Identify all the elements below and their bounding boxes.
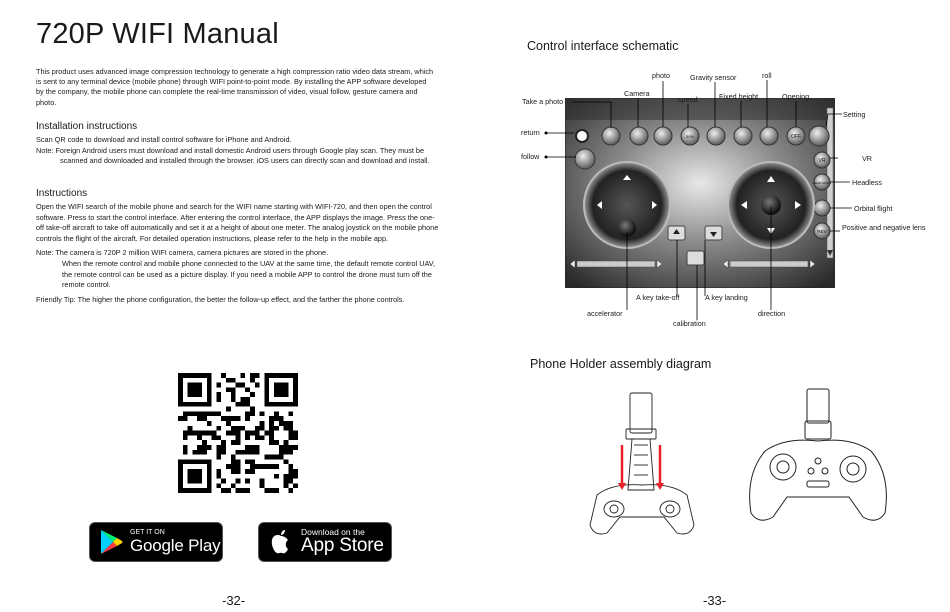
label-take-off: A key take-off: [636, 293, 680, 302]
page-number-left: -32-: [222, 593, 246, 608]
app-store-badge[interactable]: Download on the App Store: [258, 522, 392, 562]
note-rest: When the remote control and mobile phone…: [62, 258, 436, 290]
rev-button-label: REV: [817, 229, 826, 234]
installation-heading: Installation instructions: [36, 121, 138, 132]
control-interface-screen: 30% OFF VR HEAD MODE REV: [565, 98, 835, 288]
holder-assembly-left: [589, 392, 695, 535]
label-headless: Headless: [852, 178, 882, 187]
intro-paragraph: This product uses advanced image compres…: [36, 67, 434, 107]
google-badge-big: Google Play: [130, 535, 221, 555]
holder-title: Phone Holder assembly diagram: [530, 357, 712, 371]
label-speed: speed: [678, 95, 698, 104]
schematic-title: Control interface schematic: [527, 39, 679, 53]
label-roll: roll: [762, 71, 772, 80]
friendly-tip: Friendly Tip: The higher the phone confi…: [36, 294, 405, 304]
vr-button-label: VR: [819, 158, 826, 164]
off-label: OFF: [791, 134, 801, 140]
label-gravity-sensor: Gravity sensor: [690, 73, 737, 82]
manual-title: 720P WIFI Manual: [36, 18, 279, 50]
instructions-paragraph: Open the WIFI search of the mobile phone…: [36, 202, 439, 243]
instructions-heading: Instructions: [36, 188, 88, 199]
installation-text: Scan QR code to download and install con…: [36, 135, 441, 167]
label-calibration: calibration: [673, 319, 706, 328]
label-lens: Positive and negative lens: [842, 223, 926, 232]
apple-badge-big: App Store: [301, 535, 384, 557]
label-camera: Camera: [624, 89, 650, 98]
google-play-badge[interactable]: GET IT ON Google Play: [89, 522, 223, 562]
headless-button-label: HEAD MODE: [813, 181, 831, 185]
left-page: 720P WIFI Manual This product uses advan…: [36, 18, 441, 608]
holder-assembly-right: [749, 388, 887, 521]
label-accelerator: accelerator: [587, 309, 623, 318]
google-play-icon: [101, 530, 123, 554]
label-photo: photo: [652, 71, 670, 80]
label-vr: VR: [862, 154, 872, 163]
apple-badge-small: Download on the: [301, 526, 365, 537]
page-number-right: -33-: [703, 593, 727, 608]
label-opening: Opening: [782, 92, 810, 101]
label-take-photo: Take a photo: [522, 97, 564, 106]
instructions-text: Open the WIFI search of the mobile phone…: [36, 202, 441, 305]
qr-code: [178, 373, 298, 493]
installation-line: Scan QR code to download and install con…: [36, 135, 292, 144]
label-follow: follow: [521, 152, 540, 161]
label-return: return: [521, 128, 540, 137]
speed-value: 30%: [686, 134, 694, 139]
top-icon-row: [574, 125, 830, 170]
left-joystick: [583, 161, 671, 249]
note-first-line: Note: The camera is 720P 2 million WIFI …: [36, 248, 329, 258]
label-setting: Setting: [843, 110, 866, 119]
right-joystick: [727, 161, 815, 249]
label-orbital-flight: Orbital flight: [854, 204, 893, 213]
label-fixed-height: Fixed height: [719, 92, 759, 101]
google-badge-small: GET IT ON: [130, 529, 165, 537]
label-landing: A key landing: [705, 293, 748, 302]
apple-icon: [271, 530, 288, 554]
installation-note: Note: Foreign Android users must downloa…: [36, 145, 430, 166]
label-direction: direction: [758, 309, 786, 318]
